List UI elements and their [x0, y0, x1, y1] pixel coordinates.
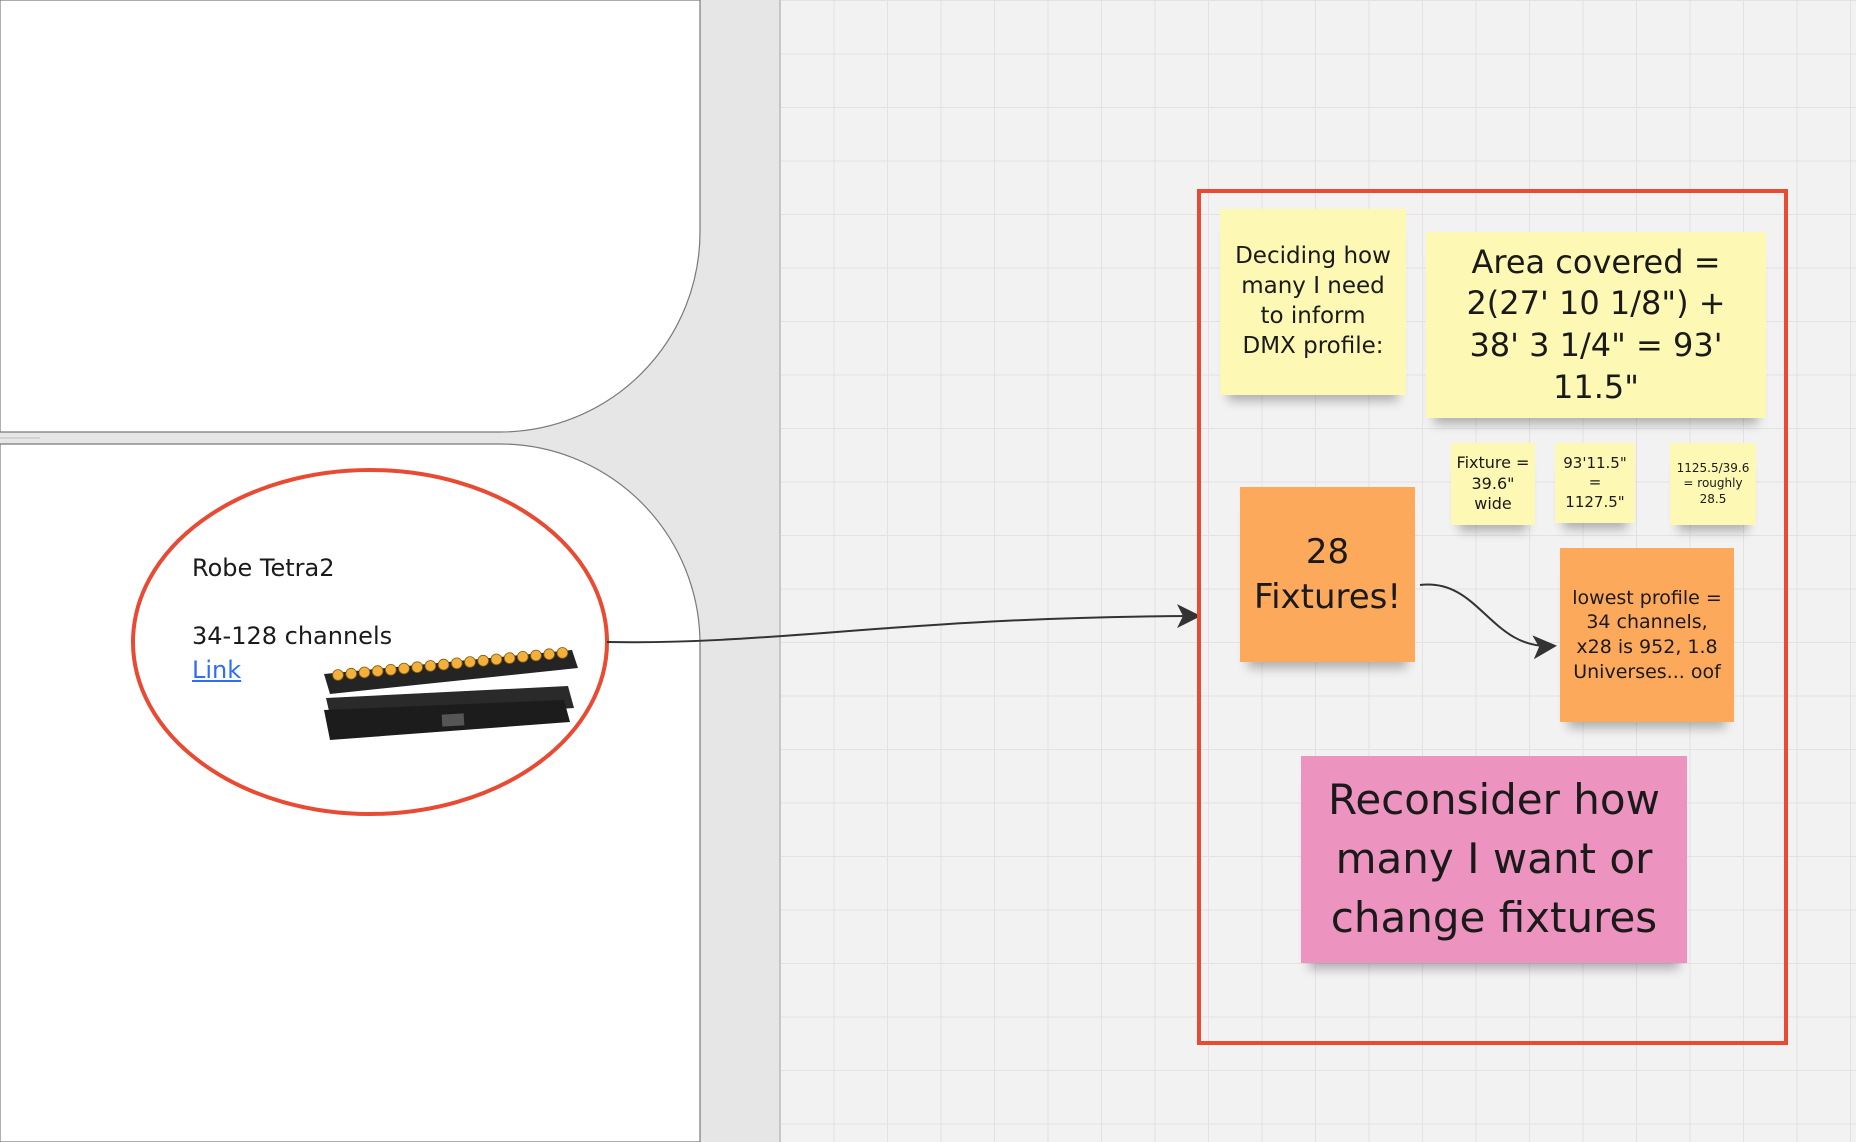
sticky-conversion[interactable]: 93'11.5" = 1127.5": [1555, 443, 1635, 523]
sticky-division-text: 1125.5/39.6 = roughly 28.5: [1676, 460, 1750, 506]
sticky-reconsider-text: Reconsider how many I want or change fix…: [1328, 775, 1660, 942]
connector-arrow-ellipse-to-frame[interactable]: [606, 604, 1201, 644]
bottom-white-panel: [0, 443, 701, 1142]
led-pixel: [517, 651, 529, 663]
led-pixel: [385, 663, 397, 676]
sticky-deciding-text: Deciding how many I need to inform DMX p…: [1235, 243, 1391, 359]
sticky-conversion-text: 93'11.5" = 1127.5": [1563, 453, 1627, 511]
sticky-fixture-width[interactable]: Fixture = 39.6" wide: [1451, 443, 1535, 525]
led-pixel: [530, 649, 542, 662]
led-pixel: [543, 648, 556, 660]
sticky-division[interactable]: 1125.5/39.6 = roughly 28.5: [1670, 443, 1756, 525]
led-pixel: [451, 657, 463, 670]
sticky-area-covered-text: Area covered = 2(27' 10 1/8") + 38' 3 1/…: [1466, 242, 1726, 406]
led-pixel: [477, 654, 490, 667]
led-pixel: [371, 665, 384, 677]
led-pixel: [332, 669, 344, 681]
led-pixel: [424, 660, 437, 672]
sticky-fixtures-count-text: 28 Fixtures!: [1253, 532, 1402, 617]
led-pixel: [437, 658, 450, 671]
fixture-name: Robe Tetra2: [192, 554, 335, 582]
led-pixel: [411, 661, 423, 674]
fixture-channels: 34-128 channels: [192, 622, 393, 650]
sticky-fixture-width-text: Fixture = 39.6" wide: [1456, 452, 1530, 514]
led-pixel: [358, 666, 371, 679]
sticky-lowest-profile[interactable]: lowest profile = 34 channels, x28 is 952…: [1560, 548, 1734, 722]
led-batten-fixture-image[interactable]: [318, 644, 580, 742]
sticky-reconsider[interactable]: Reconsider how many I want or change fix…: [1301, 756, 1687, 963]
gray-band: [700, 0, 780, 1142]
sticky-deciding[interactable]: Deciding how many I need to inform DMX p…: [1220, 209, 1406, 395]
frame-red-box[interactable]: [1197, 189, 1788, 1045]
connector-arrow-fixtures-to-profile[interactable]: [1419, 583, 1557, 660]
led-pixel: [556, 647, 569, 659]
sticky-area-covered[interactable]: Area covered = 2(27' 10 1/8") + 38' 3 1/…: [1426, 232, 1766, 418]
sticky-fixtures-count[interactable]: 28 Fixtures!: [1240, 487, 1415, 662]
sticky-lowest-profile-text: lowest profile = 34 channels, x28 is 952…: [1572, 586, 1722, 683]
fixture-link[interactable]: Link: [192, 656, 242, 684]
led-pixel: [345, 667, 358, 680]
led-pixel: [464, 656, 476, 668]
top-white-panel: [0, 0, 701, 433]
led-pixel: [490, 653, 503, 666]
led-pixel: [398, 662, 410, 675]
led-pixel: [503, 652, 516, 664]
